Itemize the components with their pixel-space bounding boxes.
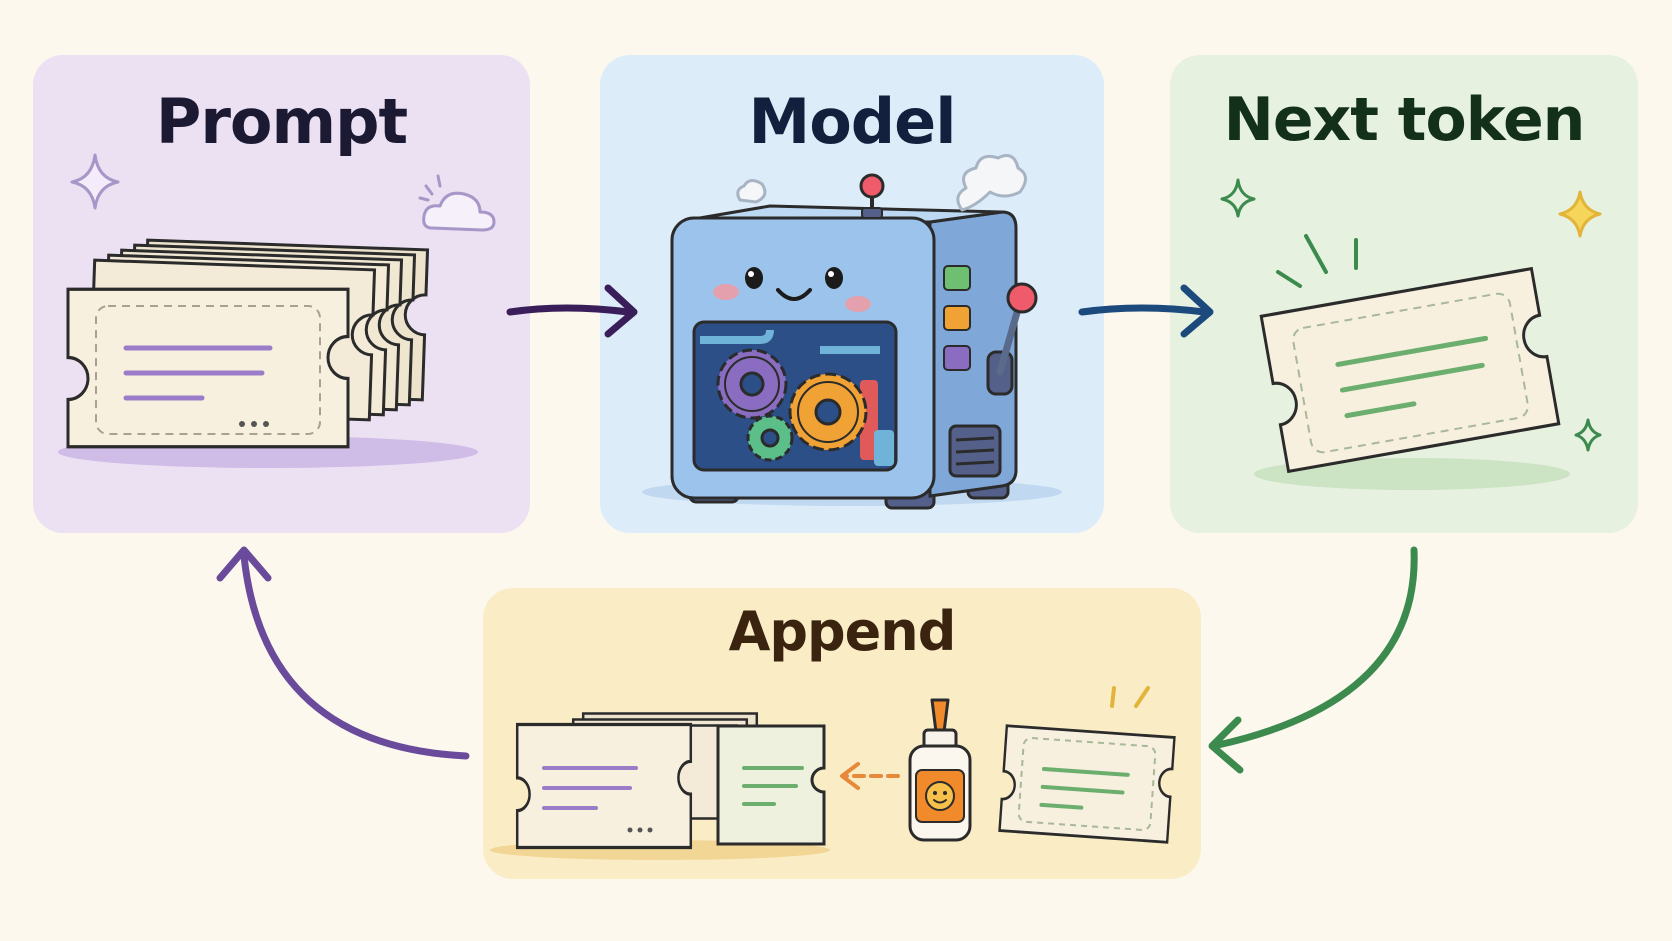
- gear-icon: [788, 372, 868, 452]
- arrow-next-token-to-append: [1208, 546, 1418, 774]
- arrow-prompt-to-model: [506, 284, 638, 338]
- motion-lines: [1276, 234, 1358, 288]
- machine-icon: [642, 173, 1062, 510]
- sparkle-icon: [1558, 190, 1602, 238]
- prompt-front-ticket: [66, 287, 350, 449]
- dashed-arrow: [840, 762, 900, 790]
- arrow-append-to-prompt: [216, 546, 470, 760]
- prompt-title: Prompt: [155, 85, 408, 158]
- gear-icon: [746, 414, 794, 462]
- ticket-icon: [998, 686, 1176, 844]
- arrow-model-to-next-token: [1078, 284, 1214, 338]
- gear-icon: [716, 348, 788, 420]
- append-title: Append: [728, 600, 957, 663]
- cloud-icon: [418, 174, 496, 232]
- ticket-icon: [1254, 267, 1570, 490]
- sparkle-icon: [70, 153, 120, 210]
- lever-icon: [986, 282, 1038, 396]
- model-title: Model: [748, 85, 957, 158]
- next-token-title: Next token: [1223, 85, 1586, 155]
- sparkle-icon: [1220, 178, 1256, 218]
- steam-icon: [736, 154, 1027, 212]
- sparkle-icon: [1574, 418, 1602, 452]
- ticket-stack-icon: [58, 238, 478, 468]
- glue-bottle-icon: [908, 698, 972, 842]
- ticket-stack-icon: [490, 712, 830, 860]
